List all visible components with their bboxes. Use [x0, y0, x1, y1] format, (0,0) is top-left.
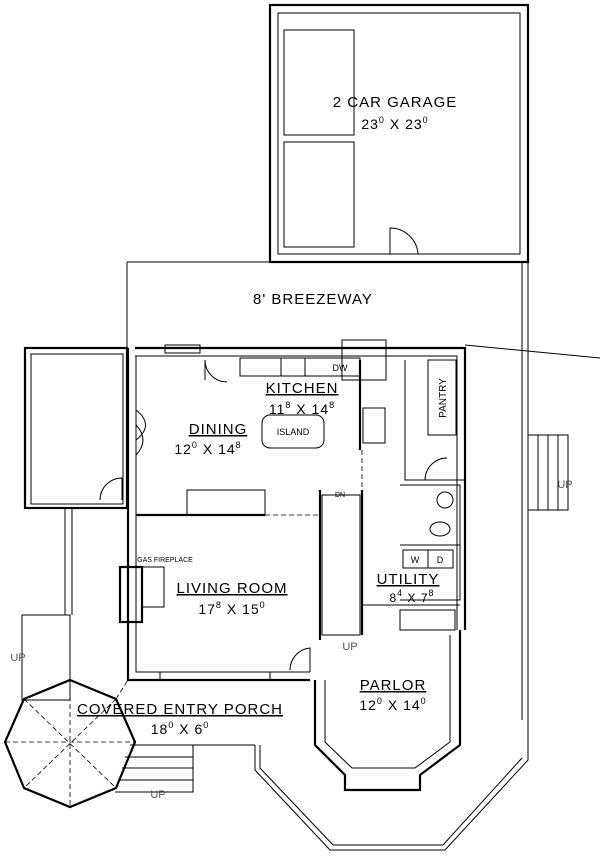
island	[261, 414, 325, 449]
dining-dim: 120 X 148	[174, 440, 241, 457]
front-steps[interactable]	[115, 744, 255, 793]
porch-label: COVERED ENTRY PORCH	[77, 701, 283, 718]
side-porch	[23, 346, 129, 510]
fireplace	[118, 565, 144, 624]
dryer	[427, 549, 454, 569]
toilet	[429, 521, 451, 537]
garage-label: 2 CAR GARAGE	[333, 94, 458, 111]
parlor-label: PARLOR	[360, 677, 427, 694]
breezeway	[126, 261, 600, 720]
parlor-dim: 120 X 140	[359, 696, 426, 713]
parlor-walls	[313, 630, 462, 792]
dishwasher-label: DW	[333, 363, 348, 373]
up-label-interior: UP	[342, 641, 357, 653]
dryer-label: D	[437, 555, 444, 565]
utility-dim: 84 X 78	[389, 588, 434, 605]
island-label: ISLAND	[277, 427, 310, 437]
kitchen-dim: 118 X 148	[269, 400, 335, 417]
garage	[268, 3, 530, 264]
pantry	[427, 359, 457, 436]
lavatory-sink	[436, 491, 454, 509]
breezeway-label: 8' BREEZEWAY	[253, 291, 373, 308]
stair-down-label: DN	[335, 492, 345, 499]
living-room-dim: 178 X 150	[198, 600, 265, 617]
up-label-rear: UP	[557, 479, 572, 491]
sink	[341, 339, 387, 381]
garage-dim: 230 X 230	[361, 115, 428, 132]
washer-label: W	[411, 555, 420, 565]
utility-sink	[399, 609, 456, 631]
kitchen-label: KITCHEN	[266, 380, 339, 397]
pantry-label: PANTRY	[438, 378, 449, 418]
wrap-porch	[254, 700, 529, 851]
porch-dim: 180 X 60	[151, 720, 210, 737]
house-walls	[99, 339, 467, 682]
utility-label: UTILITY	[377, 571, 440, 588]
garage-door	[389, 227, 419, 255]
fireplace-label: GAS FIREPLACE	[137, 557, 193, 564]
dining-counter	[186, 489, 266, 516]
dining-label: DINING	[189, 421, 248, 438]
gazebo	[3, 614, 137, 809]
dining-door[interactable]	[135, 409, 146, 456]
up-label-side: UP	[10, 652, 25, 664]
living-room-label: LIVING ROOM	[176, 580, 287, 597]
staircase[interactable]	[321, 494, 361, 636]
stove	[280, 357, 306, 377]
rear-steps[interactable]	[527, 434, 569, 511]
up-label-front: UP	[150, 789, 165, 801]
